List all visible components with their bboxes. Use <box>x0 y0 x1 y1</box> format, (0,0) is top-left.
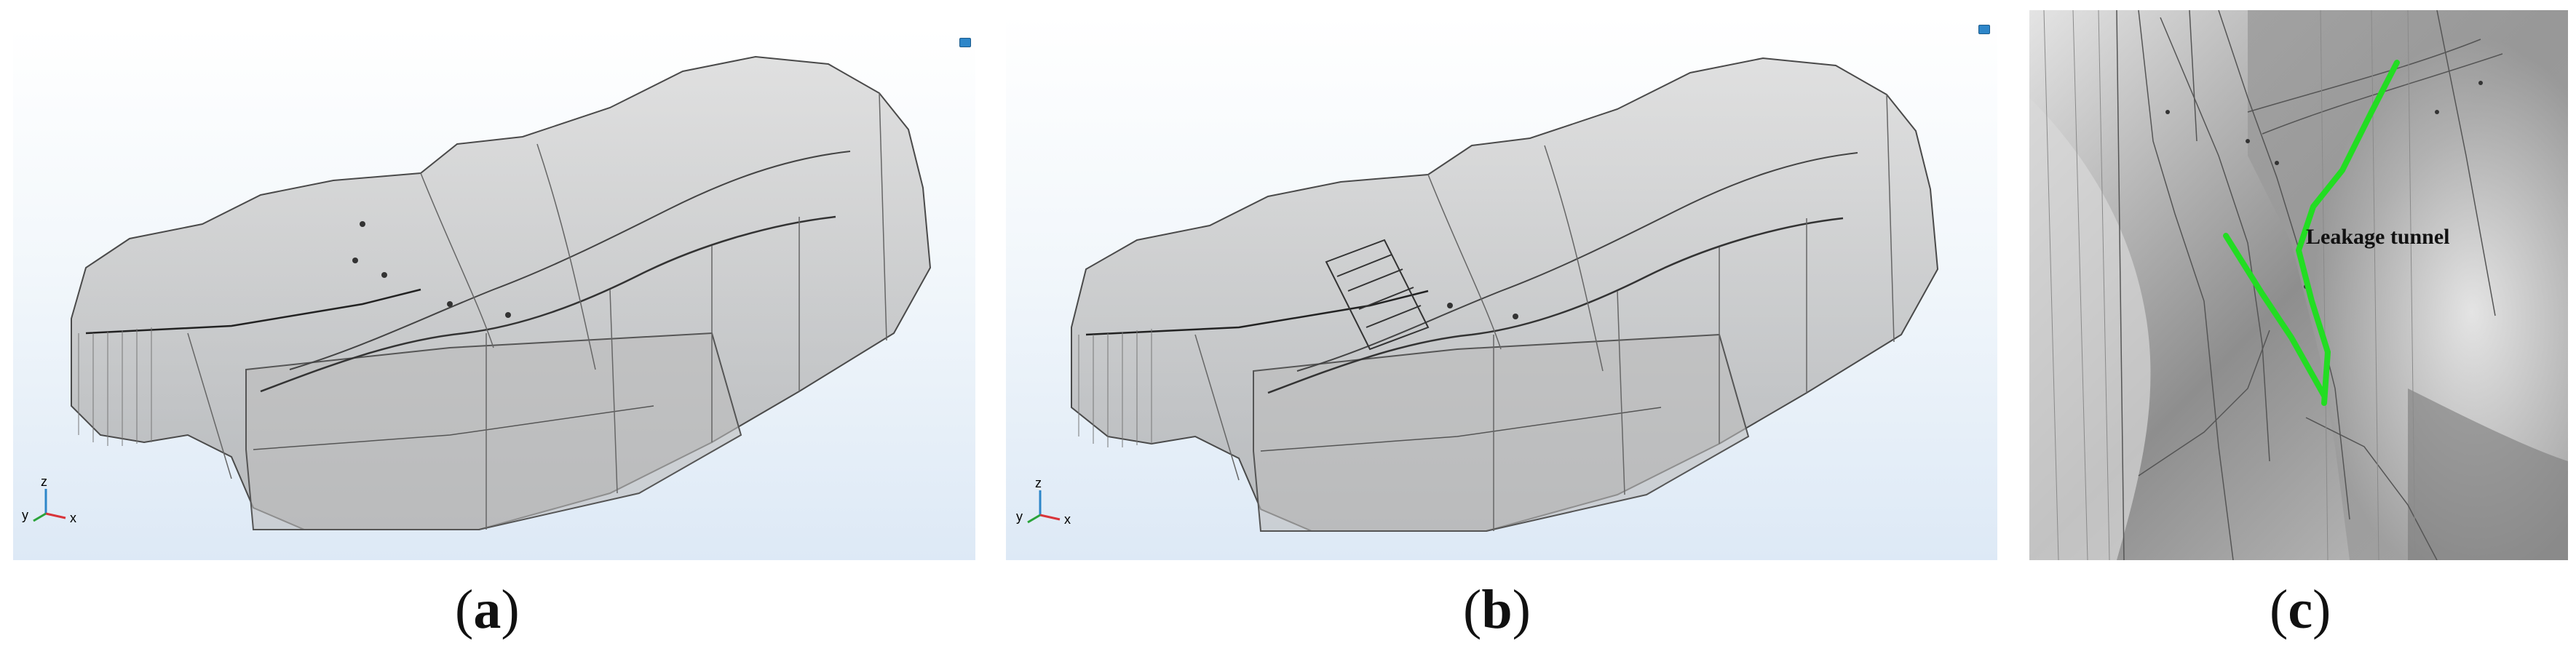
model-geometry-a <box>71 55 932 530</box>
camera-toolbar-icon[interactable] <box>1978 25 1990 34</box>
caption-c: (c) <box>2270 579 2331 640</box>
leakage-path-lower <box>2223 233 2327 399</box>
model-geometry-b <box>1071 57 1939 532</box>
model-closeup-c <box>2029 10 2568 560</box>
leakage-tunnel-label: Leakage tunnel <box>2306 225 2450 249</box>
viewport-panel-c: Leakage tunnel <box>2029 10 2568 560</box>
viewport-panel-a: z y x <box>13 28 975 560</box>
coordinate-axis-triad: z y x <box>1015 476 1095 531</box>
caption-b: (b) <box>1463 579 1531 640</box>
coordinate-axis-triad: z y x <box>20 474 100 530</box>
axis-label-y: y <box>1016 509 1023 524</box>
axis-label-x: x <box>70 511 76 525</box>
axis-label-z: z <box>41 474 47 489</box>
tunnel-structure <box>1325 239 1430 351</box>
caption-a: (a) <box>455 579 520 640</box>
camera-toolbar-icon[interactable] <box>959 38 971 47</box>
viewport-panel-b: z y x <box>1006 15 1997 560</box>
leakage-path-upper <box>2296 60 2400 406</box>
axis-label-x: x <box>1064 512 1071 527</box>
axis-label-y: y <box>22 508 28 522</box>
axis-label-z: z <box>1035 476 1042 490</box>
